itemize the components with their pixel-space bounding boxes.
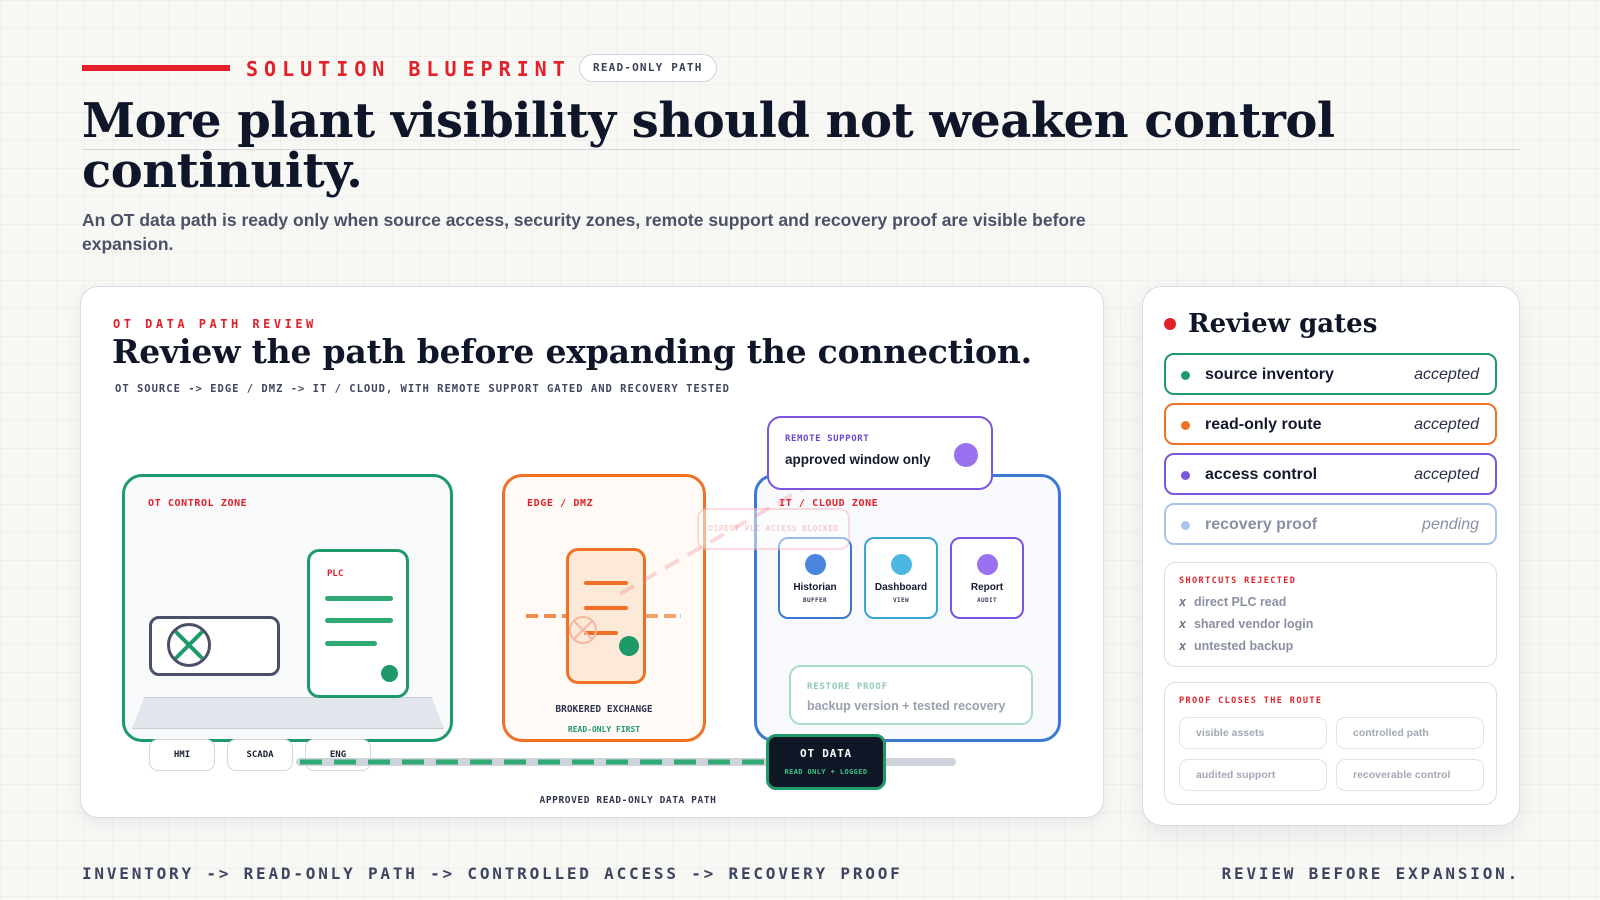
proof-chip: visible assets [1179, 717, 1327, 749]
footer-process-flow: INVENTORY -> READ-ONLY PATH -> CONTROLLE… [82, 864, 903, 883]
diagram-subtitle: OT SOURCE -> EDGE / DMZ -> IT / CLOUD, W… [115, 383, 731, 395]
hmi-console [149, 616, 280, 676]
broker-line [584, 631, 618, 635]
plc-status-dot [381, 665, 398, 682]
report-dot-icon [976, 554, 998, 575]
ot-data-sub: READ ONLY + LOGGED [784, 768, 868, 776]
app-tag: VIEW [892, 597, 910, 604]
app-tag: BUFFER [802, 597, 828, 604]
remote-support-dot-icon [954, 443, 978, 467]
restore-proof-label: RESTORE PROOF [807, 682, 888, 692]
reject-x-icon: x [1179, 595, 1186, 609]
proof-chip: audited support [1179, 759, 1327, 791]
eyebrow-accent-bar [82, 65, 230, 71]
direct-plc-access-blocked: DIRECT PLC ACCESS BLOCKED [697, 508, 850, 550]
plc-indicator-line [325, 641, 377, 646]
gate-status: pending [1422, 516, 1479, 533]
chip-scada: SCADA [227, 739, 293, 771]
app-name: Historian [793, 582, 837, 593]
app-dashboard: Dashboard VIEW [864, 537, 938, 619]
plc-label: PLC [327, 569, 344, 579]
edge-zone-label: EDGE / DMZ [527, 498, 594, 509]
gate-read-only-route: read-only route accepted [1164, 403, 1497, 445]
gate-name: access control [1205, 466, 1318, 483]
it-zone-label: IT / CLOUD ZONE [779, 498, 879, 509]
ot-zone-label: OT CONTROL ZONE [148, 498, 248, 509]
gate-access-control: access control accepted [1164, 453, 1497, 495]
edge-caption-read-only: READ-ONLY FIRST [567, 725, 641, 734]
diagram-eyebrow: OT DATA PATH REVIEW [113, 317, 317, 331]
plant-floor-platform [132, 697, 444, 729]
gate-name: source inventory [1205, 366, 1334, 383]
gate-name: read-only route [1205, 416, 1322, 433]
plc-indicator-line [325, 618, 393, 623]
restore-proof-text: backup version + tested recovery [807, 699, 1006, 713]
broker-gateway [566, 548, 646, 684]
plc-indicator-line [325, 596, 393, 601]
restore-proof-box: RESTORE PROOF backup version + tested re… [789, 665, 1033, 725]
chip-eng: ENG [305, 739, 371, 771]
app-report: Report AUDIT [950, 537, 1024, 619]
historian-dot-icon [804, 554, 826, 575]
app-historian: Historian BUFFER [778, 537, 852, 619]
proof-chip: controlled path [1336, 717, 1484, 749]
remote-support-label: REMOTE SUPPORT [785, 434, 870, 444]
shortcuts-heading: SHORTCUTS REJECTED [1179, 576, 1297, 586]
gate-dot-icon [1181, 371, 1190, 380]
header-rule [82, 149, 1520, 150]
app-name: Report [970, 582, 1004, 593]
diagram-title: Review the path before expanding the con… [112, 332, 1032, 371]
page-subhead: An OT data path is ready only when sourc… [82, 210, 1086, 254]
chip-hmi: HMI [149, 739, 215, 771]
panel-title: Review gates [1188, 309, 1378, 339]
gate-status: accepted [1414, 416, 1479, 433]
ot-data-node: OT DATA READ ONLY + LOGGED [766, 734, 886, 790]
panel-status-dot-icon [1164, 318, 1176, 330]
reject-x-icon: x [1179, 617, 1186, 631]
dashboard-dot-icon [890, 554, 912, 575]
proof-closes-route-box: PROOF CLOSES THE ROUTE visible assets co… [1164, 682, 1497, 805]
footer-tagline: REVIEW BEFORE EXPANSION. [1221, 864, 1520, 883]
app-tag: AUDIT [976, 597, 998, 604]
gate-name: recovery proof [1205, 516, 1318, 533]
ot-data-title: OT DATA [800, 747, 852, 760]
page-headline: More plant visibility should not weaken … [82, 93, 1335, 199]
broker-status-dot [619, 636, 639, 656]
eyebrow-label: SOLUTION BLUEPRINT [246, 57, 571, 81]
remote-support-text: approved window only [785, 452, 931, 467]
broker-line [584, 581, 628, 585]
gate-dot-icon [1181, 471, 1190, 480]
remote-support-box: REMOTE SUPPORT approved window only [767, 416, 993, 490]
proof-heading: PROOF CLOSES THE ROUTE [1179, 696, 1323, 706]
valve-icon [167, 623, 211, 667]
app-name: Dashboard [874, 582, 928, 593]
path-caption: APPROVED READ-ONLY DATA PATH [539, 795, 717, 806]
broker-line [584, 606, 628, 610]
read-only-path-pill: READ-ONLY PATH [579, 54, 717, 82]
gate-status: accepted [1414, 466, 1479, 483]
reject-x-icon: x [1179, 639, 1186, 653]
gate-status: accepted [1414, 366, 1479, 383]
edge-caption: BROKERED EXCHANGE [555, 704, 653, 715]
gate-dot-icon [1181, 421, 1190, 430]
proof-chip: recoverable control [1336, 759, 1484, 791]
gate-recovery-proof: recovery proof pending [1164, 503, 1497, 545]
gate-source-inventory: source inventory accepted [1164, 353, 1497, 395]
gate-dot-icon [1181, 521, 1190, 530]
